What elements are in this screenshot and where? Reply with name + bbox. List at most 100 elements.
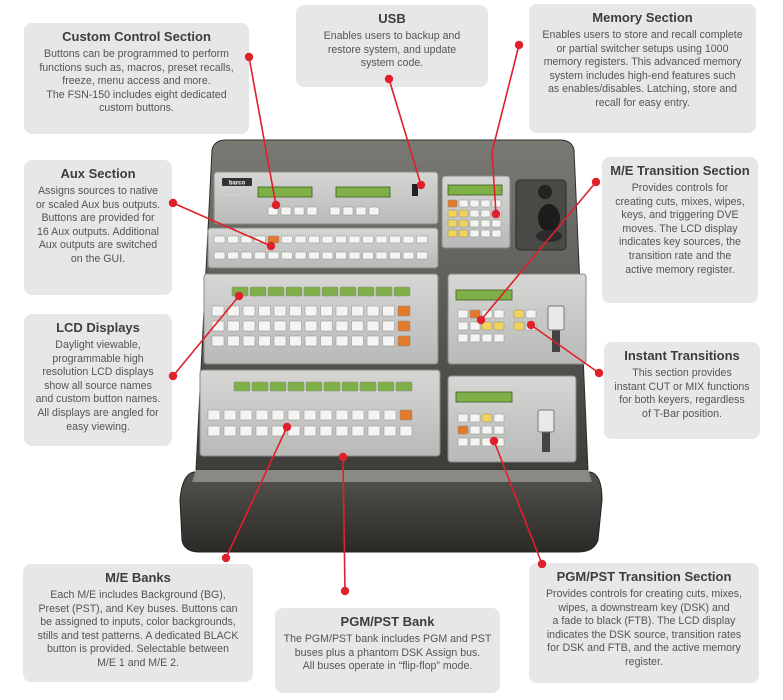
lcd-display (321, 286, 339, 297)
panel-button (375, 235, 388, 244)
panel-button (304, 305, 318, 317)
panel-button (289, 335, 302, 347)
panel-button (223, 425, 237, 437)
callout-instant-transitions: Instant Transitions This section provide… (604, 342, 760, 439)
panel-button (242, 335, 256, 347)
callout-title: PGM/PST Transition Section (556, 569, 732, 584)
lcd-display (393, 286, 411, 297)
panel-button (348, 251, 361, 260)
panel-button (293, 206, 305, 216)
panel-button (348, 235, 361, 244)
lcd-display (359, 381, 377, 392)
panel-button (304, 320, 318, 332)
panel-button (367, 425, 381, 437)
barco-logo-text: barco (229, 181, 246, 187)
panel-button (267, 251, 280, 260)
callout-lcd-displays: LCD Displays Daylight viewable,programma… (24, 314, 172, 446)
panel-button (255, 425, 269, 437)
panel-button (289, 305, 302, 317)
panel-button (211, 305, 225, 317)
panel-button (281, 251, 293, 260)
panel-button (351, 320, 364, 332)
panel-button (227, 305, 240, 317)
panel-button (320, 305, 333, 317)
panel-button (447, 219, 458, 228)
lcd-display (395, 381, 413, 392)
panel-button (280, 206, 292, 216)
callout-me-banks: M/E Banks Each M/E includes Background (… (23, 564, 253, 682)
panel-button (457, 437, 469, 447)
barco-logo (222, 178, 252, 186)
lcd-display (233, 381, 251, 392)
panel-button (355, 206, 367, 216)
panel-button (267, 206, 279, 216)
panel-button (493, 425, 505, 435)
joystick (538, 204, 560, 232)
panel-button (335, 235, 347, 244)
panel-button (271, 409, 285, 421)
panel-button (319, 409, 333, 421)
panel-button (351, 335, 364, 347)
panel-button (402, 251, 415, 260)
panel-button (320, 335, 333, 347)
panel-button (513, 309, 525, 319)
panel-button (303, 409, 317, 421)
t-bar (537, 409, 555, 433)
panel-button (397, 320, 411, 332)
panel-button (240, 251, 253, 260)
panel-button (525, 309, 537, 319)
usb-port (412, 184, 418, 196)
panel-button (447, 199, 458, 208)
panel-button (458, 209, 469, 218)
panel-button (367, 409, 381, 421)
me-transition-panel (447, 273, 587, 365)
panel-button (242, 305, 256, 317)
panel-button (493, 321, 505, 331)
panel-button (281, 235, 293, 244)
panel-button (469, 321, 481, 331)
panel-button (481, 437, 493, 447)
lcd-display (339, 286, 357, 297)
panel-button (469, 425, 481, 435)
panel-button (351, 305, 364, 317)
lcd-display (231, 286, 249, 297)
panel-button (480, 229, 491, 238)
panel-button (294, 235, 307, 244)
panel-button (469, 413, 481, 423)
panel-button (491, 209, 502, 218)
panel-button (258, 335, 271, 347)
panel-button (227, 320, 240, 332)
panel-button (366, 335, 380, 347)
panel-button (399, 425, 413, 437)
panel-button (240, 235, 253, 244)
panel-button (287, 425, 301, 437)
panel-button (227, 251, 239, 260)
panel-button (480, 209, 491, 218)
panel-button (335, 305, 349, 317)
panel-button (469, 209, 480, 218)
t-bar (547, 305, 565, 331)
lcd-display (375, 286, 393, 297)
callout-title: PGM/PST Bank (340, 614, 435, 629)
panel-button (207, 425, 221, 437)
panel-button (368, 206, 380, 216)
panel-button (289, 320, 302, 332)
panel-button (213, 235, 226, 244)
panel-button (211, 320, 225, 332)
callout-title: Aux Section (60, 166, 136, 181)
panel-button (399, 409, 413, 421)
panel-button (389, 235, 401, 244)
panel-button (447, 209, 458, 218)
panel-button (335, 409, 349, 421)
panel-button (239, 409, 253, 421)
panel-button (382, 335, 395, 347)
panel-button (375, 251, 388, 260)
panel-button (383, 425, 397, 437)
lcd-display (335, 186, 391, 198)
lcd-display (249, 286, 267, 297)
